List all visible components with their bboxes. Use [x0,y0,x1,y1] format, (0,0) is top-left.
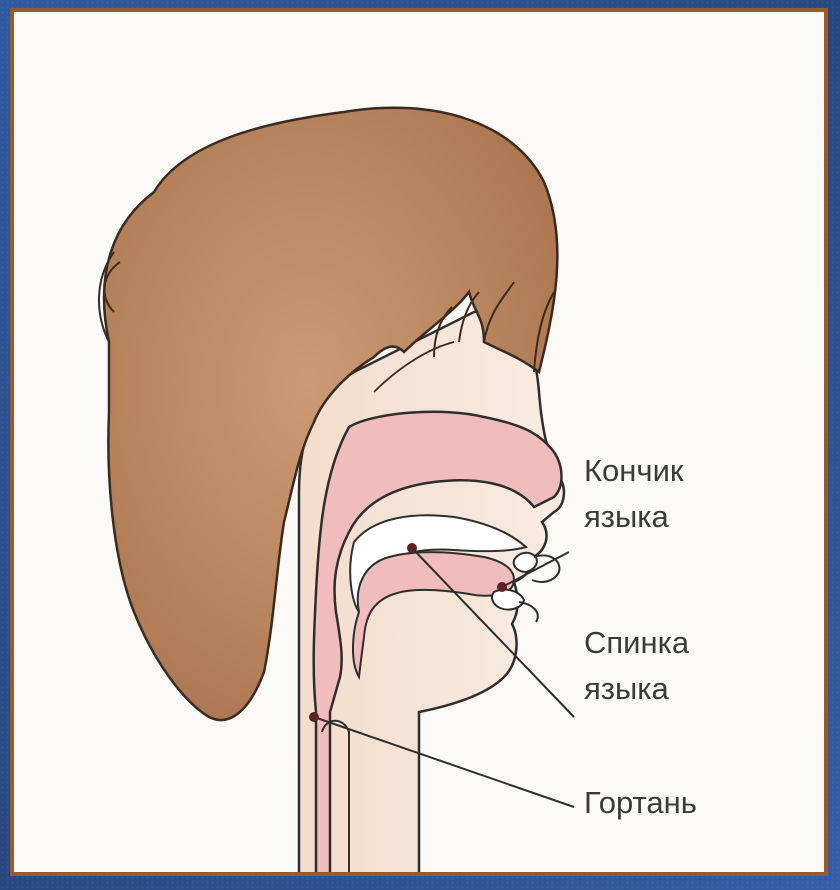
face-and-neck [299,310,564,876]
label-tongue-back-line2: языка [584,670,669,708]
head-section-illustration [14,12,828,876]
label-larynx: Гортань [584,784,697,822]
label-tongue-tip-line1: Кончик [584,452,683,490]
diagram-panel: Кончик языка Спинка языка Гортань [10,8,828,876]
lower-teeth [492,590,524,610]
upper-teeth [514,553,537,572]
pointer-dot-icon [309,712,319,722]
label-tongue-back-line1: Спинка [584,624,689,662]
pointer-dot-icon [497,582,507,592]
label-tongue-tip-line2: языка [584,498,669,536]
pointer-dot-icon [407,543,417,553]
